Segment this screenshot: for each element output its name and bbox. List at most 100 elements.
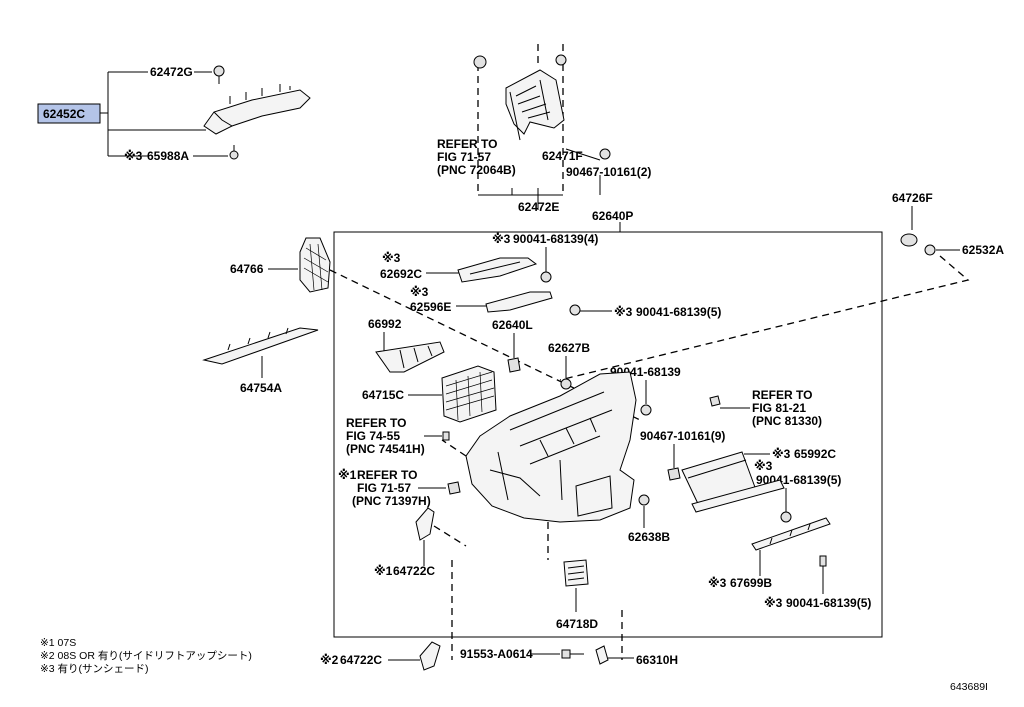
- ref8121-line1[interactable]: REFER TO: [752, 388, 812, 402]
- clip-ref8121: [709, 395, 721, 407]
- footnote-2: ※2 08S OR 有り(サイドリフトアップシート): [40, 649, 252, 662]
- clip-62472G: [213, 65, 225, 84]
- part-66992: [375, 341, 445, 373]
- label-64766[interactable]: 64766: [230, 262, 264, 276]
- label-90041-5c[interactable]: 90041-68139(5): [786, 596, 871, 610]
- footnote-3: ※3 有り(サンシェード): [40, 662, 149, 675]
- clip-90041-center: [640, 404, 652, 416]
- leader-62452C: [100, 71, 206, 157]
- dash-64722C-a: [433, 525, 467, 547]
- clip-90467-9: [667, 467, 681, 481]
- clip-top-right: [555, 54, 567, 66]
- screw-91553: [561, 649, 584, 659]
- part-64754A: [202, 327, 319, 365]
- ref7157b-line2[interactable]: FIG 71-57: [357, 481, 411, 495]
- label-62596E[interactable]: 62596E: [410, 300, 451, 314]
- ref8121-line2[interactable]: FIG 81-21: [752, 401, 806, 415]
- leader-62471F: [565, 148, 601, 161]
- ref7157a-line1[interactable]: REFER TO: [437, 137, 497, 151]
- label-62471F[interactable]: 62471F: [542, 149, 583, 163]
- mark-90041-5c: ※3: [764, 596, 783, 610]
- label-62627B[interactable]: 62627B: [548, 341, 590, 355]
- quarter-trim-panel: [465, 371, 637, 523]
- clip-90041-5c: [819, 555, 827, 567]
- label-62472E[interactable]: 62472E: [518, 200, 559, 214]
- part-64726F: [900, 233, 918, 247]
- mark-62692C: ※3: [382, 251, 401, 265]
- ref7157b-line3[interactable]: (PNC 71397H): [352, 494, 431, 508]
- mark-64722C-a: ※1: [374, 564, 393, 578]
- part-62692C: [457, 257, 538, 283]
- label-64722C-b[interactable]: 64722C: [340, 653, 382, 667]
- ref7455-line2[interactable]: FIG 74-55: [346, 429, 400, 443]
- label-90467-9[interactable]: 90467-10161(9): [640, 429, 725, 443]
- label-62692C[interactable]: 62692C: [380, 267, 422, 281]
- dash-panel-left: [441, 439, 467, 457]
- part-64722C-b: [419, 641, 441, 671]
- mark-67699B: ※3: [708, 576, 727, 590]
- deck-board: [691, 479, 785, 513]
- clip-top-left: [473, 55, 487, 69]
- part-62596E: [485, 291, 553, 313]
- group-frame-62640P: [333, 231, 883, 638]
- label-90041-4[interactable]: 90041-68139(4): [513, 232, 598, 246]
- mark-90041-5b: ※3: [754, 459, 773, 473]
- mark-62596E: ※3: [410, 285, 429, 299]
- part-64766: [299, 237, 331, 293]
- clip-ref7455: [442, 431, 450, 441]
- label-64715C[interactable]: 64715C: [362, 388, 404, 402]
- label-66310H[interactable]: 66310H: [636, 653, 678, 667]
- label-90467-2[interactable]: 90467-10161(2): [566, 165, 651, 179]
- label-64718D[interactable]: 64718D: [556, 617, 598, 631]
- mark-65988A: ※3: [124, 149, 143, 163]
- dash-64766: [329, 269, 641, 421]
- clip-65988A: [229, 145, 239, 160]
- part-66310H: [595, 645, 609, 665]
- clip-90467-2: [599, 148, 611, 160]
- part-67699B: [751, 517, 831, 551]
- clip-62640L: [507, 357, 521, 373]
- part-64715C: [441, 365, 497, 423]
- label-64726F[interactable]: 64726F: [892, 191, 933, 205]
- label-66992[interactable]: 66992: [368, 317, 402, 331]
- clip-62627B: [560, 378, 572, 390]
- clip-90041-5b: [780, 511, 792, 523]
- label-90041-5a[interactable]: 90041-68139(5): [636, 305, 721, 319]
- label-62640P[interactable]: 62640P: [592, 209, 633, 223]
- pillar-62471F: [505, 69, 565, 141]
- label-62638B[interactable]: 62638B: [628, 530, 670, 544]
- label-91553[interactable]: 91553-A0614: [460, 647, 533, 661]
- label-67699B[interactable]: 67699B: [730, 576, 772, 590]
- diagram-id: 643689I: [950, 681, 988, 693]
- ref7455-line1[interactable]: REFER TO: [346, 416, 406, 430]
- ref7157b-line1[interactable]: REFER TO: [357, 468, 417, 482]
- label-62452C[interactable]: 62452C: [43, 107, 85, 121]
- footnote-1: ※1 07S: [40, 637, 76, 649]
- part-64718D: [563, 559, 589, 587]
- clip-90041-4: [540, 271, 552, 283]
- ref7157a-line3[interactable]: (PNC 72064B): [437, 163, 516, 177]
- label-65988A[interactable]: 65988A: [147, 149, 189, 163]
- label-64754A[interactable]: 64754A: [240, 381, 282, 395]
- label-62532A[interactable]: 62532A: [962, 243, 1004, 257]
- mark-ref7157b: ※1: [338, 468, 357, 482]
- ref8121-line3[interactable]: (PNC 81330): [752, 414, 822, 428]
- label-62640L[interactable]: 62640L: [492, 318, 533, 332]
- mark-90041-5a: ※3: [614, 305, 633, 319]
- clip-62532A: [924, 244, 936, 256]
- mark-64722C-b: ※2: [320, 653, 339, 667]
- clip-ref7157b: [447, 481, 461, 495]
- part-64722C-a: [415, 507, 435, 541]
- mark-90041-4: ※3: [492, 232, 511, 246]
- clip-90041-5a: [569, 304, 581, 316]
- label-65992C[interactable]: 65992C: [794, 447, 836, 461]
- ref7455-line3[interactable]: (PNC 74541H): [346, 442, 425, 456]
- label-62472G[interactable]: 62472G: [150, 65, 193, 79]
- label-64722C-a[interactable]: 64722C: [393, 564, 435, 578]
- ref7157a-line2[interactable]: FIG 71-57: [437, 150, 491, 164]
- dash-62532A: [559, 255, 970, 381]
- mark-65992C: ※3: [772, 447, 791, 461]
- clip-62638B: [638, 494, 650, 506]
- garnish-62452C: [203, 84, 311, 135]
